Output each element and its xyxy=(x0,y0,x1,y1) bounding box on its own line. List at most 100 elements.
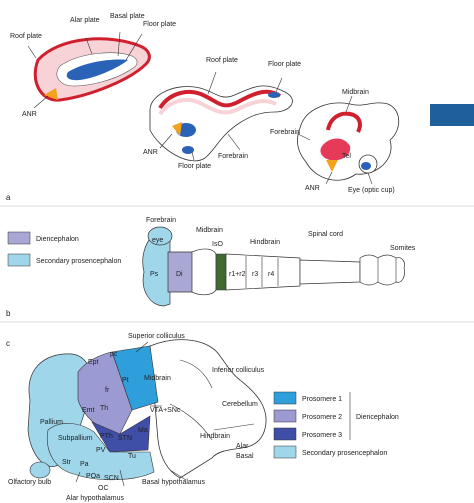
brainstem-outline xyxy=(149,339,267,479)
label-th: Th xyxy=(100,405,108,412)
label-pt: Pt xyxy=(122,377,129,384)
label-anr-3: ANR xyxy=(305,185,320,192)
label-eye-optic-cup: Eye (optic cup) xyxy=(348,187,395,194)
optic-cup-blue xyxy=(361,162,371,170)
midbrain-region xyxy=(191,248,217,296)
label-forebrain-b: Forebrain xyxy=(146,217,176,224)
label-tel: Tel xyxy=(342,153,351,160)
label-basal: Basal xyxy=(236,453,254,460)
label-cerebellum: Cerebellum xyxy=(222,401,258,408)
anr-orange-stage3 xyxy=(326,160,338,172)
label-pc: pc xyxy=(110,351,118,358)
legend-label-prosomere-2: Prosomere 2 xyxy=(302,414,342,421)
secondary-prosencephalon-region-c xyxy=(46,423,155,481)
prosomere-3-region xyxy=(91,415,151,453)
olfactory-bulb xyxy=(29,461,51,479)
label-str: Str xyxy=(62,459,72,466)
label-hindbrain-b: Hindbrain xyxy=(250,239,280,246)
spinal-cord xyxy=(299,259,361,285)
label-basal-plate: Basal plate xyxy=(110,13,145,20)
panel-letter-b: b xyxy=(6,309,11,318)
label-subpallium: Subpallium xyxy=(58,435,93,442)
embryo-brain-schematic xyxy=(142,226,405,307)
floor-cap-blue xyxy=(182,146,194,154)
legend-swatch-prosomere-3 xyxy=(273,427,297,441)
label-inferior-colliculus: Inferior colliculus xyxy=(212,367,265,374)
label-floor-plate-3: Floor plate xyxy=(178,163,211,170)
label-scn: SCN xyxy=(104,475,119,482)
hindbrain-region xyxy=(225,253,301,291)
tube-outline xyxy=(149,85,293,162)
label-alar-plate: Alar plate xyxy=(70,17,100,24)
label-ps: Ps xyxy=(150,271,159,278)
legend-swatch-secondary-prosencephalon-b xyxy=(7,253,31,267)
tel-red xyxy=(320,138,351,161)
label-forebrain-2: Forebrain xyxy=(218,153,248,160)
tube-roof-pink xyxy=(158,97,277,116)
legend-swatch-prosomere-2 xyxy=(273,409,297,423)
label-poa: POa xyxy=(86,473,100,480)
brain-stage xyxy=(297,95,400,185)
tube-roof-red xyxy=(158,89,282,110)
label-pa: Pa xyxy=(80,461,89,468)
label-r3: r3 xyxy=(252,271,258,278)
legend-label-prosomere-1: Prosomere 1 xyxy=(302,396,342,403)
floor-plate-blue xyxy=(66,59,128,81)
legend-label-secondary-prosencephalon-c: Secondary prosencephalon xyxy=(302,450,387,457)
panel-letter-c: c xyxy=(6,339,10,348)
legend-swatch-prosomere-1 xyxy=(273,391,297,405)
label-midbrain-c: Midbrain xyxy=(144,375,171,382)
label-fr: fr xyxy=(105,387,110,394)
corner-tab xyxy=(430,104,474,126)
legend-label-diencephalon-b: Diencephalon xyxy=(36,236,79,243)
label-ept: Ept xyxy=(88,359,99,366)
label-oc: OC xyxy=(98,485,109,492)
panel-letter-a: a xyxy=(6,193,11,202)
prosomere-2-region xyxy=(77,351,133,435)
midbrain-red xyxy=(326,111,362,133)
label-hindbrain-c: Hindbrain xyxy=(200,433,230,440)
label-olfactory-bulb: Olfactory bulb xyxy=(8,479,51,486)
label-floor-plate-2: Floor plate xyxy=(268,61,301,68)
label-stn: STN xyxy=(118,435,132,442)
label-midbrain-b: Midbrain xyxy=(196,227,223,234)
eye-bulge xyxy=(147,226,173,246)
label-pallium: Pallium xyxy=(40,419,63,426)
anr-orange-stage1 xyxy=(44,88,58,100)
tube-floor-blue-2 xyxy=(268,92,280,98)
label-r1r2: r1+r2 xyxy=(229,271,246,278)
label-alar: Alar xyxy=(236,443,249,450)
legend-swatch-secondary-prosencephalon-c xyxy=(273,445,297,459)
label-spinal-cord: Spinal cord xyxy=(308,231,343,238)
label-alar-hypothalamus: Alar hypothalamus xyxy=(66,495,124,502)
anr-orange-stage2 xyxy=(172,122,182,136)
label-roof-plate-1: Roof plate xyxy=(10,33,42,40)
label-ma: Ma xyxy=(138,427,148,434)
label-midbrain-3: Midbrain xyxy=(342,89,369,96)
legend-label-secondary-prosencephalon-b: Secondary prosencephalon xyxy=(36,258,121,265)
label-basal-hypothalamus: Basal hypothalamus xyxy=(142,479,206,486)
neural-plate-stage xyxy=(27,31,151,109)
label-vta: VTA+SNc xyxy=(150,407,181,414)
label-iso: IsO xyxy=(212,241,223,248)
legend-label-prosomere-3: Prosomere 3 xyxy=(302,432,342,439)
neural-tube-stage xyxy=(149,71,293,162)
label-pv: PV xyxy=(96,447,106,454)
label-somites: Somites xyxy=(390,245,416,252)
legend-swatch-diencephalon-b xyxy=(7,231,31,245)
legend-group-diencephalon: Diencephalon xyxy=(356,414,399,421)
brain-sagittal-schematic xyxy=(27,339,267,487)
label-forebrain-3: Forebrain xyxy=(270,129,300,136)
label-roof-plate-2: Roof plate xyxy=(206,57,238,64)
label-anr-1: ANR xyxy=(22,111,37,118)
label-floor-plate-1: Floor plate xyxy=(143,21,176,28)
label-eye-b: eye xyxy=(152,237,163,244)
label-anr-2: ANR xyxy=(143,149,158,156)
label-r4: r4 xyxy=(268,271,274,278)
label-pth: PTh xyxy=(100,433,113,440)
legend-c: Prosomere 1 Prosomere 2 Prosomere 3 Seco… xyxy=(273,391,399,459)
isthmus-organizer xyxy=(215,253,227,291)
somites xyxy=(359,254,405,286)
